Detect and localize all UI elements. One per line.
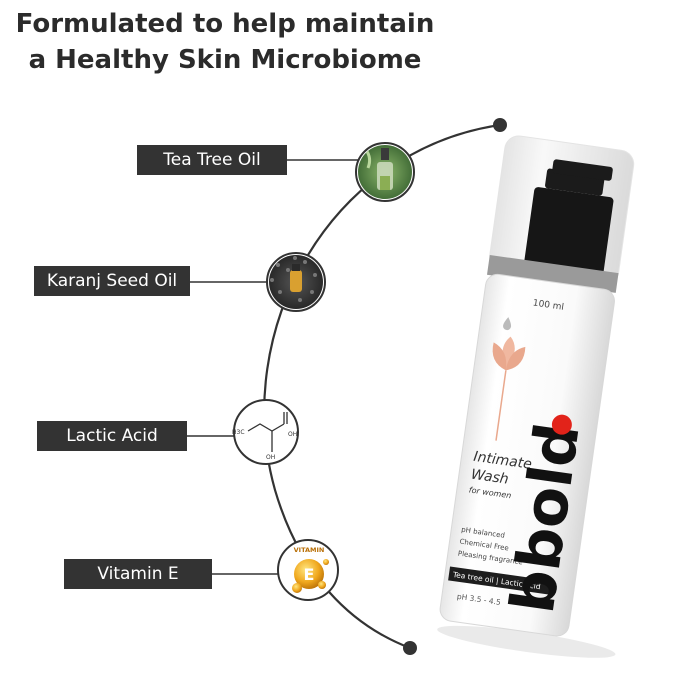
karanj-seeds-icon bbox=[266, 252, 326, 312]
molecule-oh-right: OH bbox=[288, 431, 297, 438]
bottle-body bbox=[439, 273, 615, 637]
headline-line-1: Formulated to help maintain bbox=[15, 9, 435, 39]
curve-end-dot-top bbox=[493, 118, 507, 132]
product-bottle: 100 ml Intimate Wash for women pH balanc… bbox=[437, 135, 635, 658]
headline: Formulated to help maintain a Healthy Sk… bbox=[0, 6, 450, 78]
ingredient-label-lactic-acid: Lactic Acid bbox=[37, 421, 187, 451]
bottle-pump-nozzle bbox=[552, 159, 613, 181]
brand-dot bbox=[551, 414, 572, 435]
lactic-acid-molecule-icon: H3C OH OH bbox=[232, 399, 299, 465]
ingredient-label-karanj-seed-oil: Karanj Seed Oil bbox=[34, 266, 190, 296]
water-drop-icon bbox=[503, 317, 512, 331]
lotus-icon bbox=[492, 336, 526, 441]
tea-tree-oil-bottle-icon bbox=[355, 142, 415, 202]
bottle-collar bbox=[487, 254, 619, 293]
ingredients-strip bbox=[448, 566, 554, 595]
ingredient-label-tea-tree-oil: Tea Tree Oil bbox=[137, 145, 287, 175]
ingredient-label-vitamin-e: Vitamin E bbox=[64, 559, 212, 589]
vitamin-badge-letter: E bbox=[304, 565, 315, 584]
product-name-line-2: Wash bbox=[470, 467, 510, 488]
vitamin-e-capsule-icon: VITAMIN E bbox=[277, 539, 339, 601]
vitamin-badge-title: VITAMIN bbox=[294, 546, 325, 554]
bottle-pump-neck bbox=[524, 187, 614, 275]
bottle-volume: 100 ml bbox=[532, 298, 564, 312]
curve-end-dot-bottom bbox=[403, 641, 417, 655]
molecule-oh-bottom: OH bbox=[266, 454, 275, 461]
headline-line-2: a Healthy Skin Microbiome bbox=[28, 45, 422, 75]
molecule-ch3: H3C bbox=[232, 429, 245, 436]
